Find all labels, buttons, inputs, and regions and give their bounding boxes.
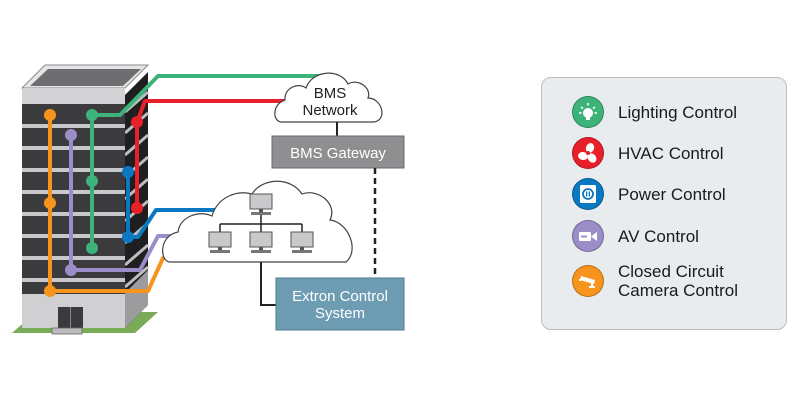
legend-item-camera: Closed Circuit Camera Control — [572, 262, 738, 300]
lighting-node — [86, 242, 98, 254]
building-side-base — [125, 270, 148, 328]
legend-label-multiline: Closed Circuit Camera Control — [618, 262, 738, 300]
lighting-line-out — [92, 74, 320, 117]
extron-label-1: Extron Control — [292, 288, 388, 305]
legend-item-hvac: HVAC Control — [572, 137, 724, 169]
legend-item-lighting: Lighting Control — [572, 96, 737, 128]
hvac-line-out — [135, 99, 292, 123]
bms-network-cloud — [274, 72, 383, 123]
computer-icon — [290, 231, 314, 253]
security-camera-icon — [572, 265, 604, 297]
lighting-node — [86, 175, 98, 187]
extron-label-2: System — [315, 305, 365, 322]
bms-network-label-2: Network — [302, 102, 358, 119]
building-steps — [51, 327, 83, 335]
computer-icon — [249, 231, 273, 253]
power-node — [122, 231, 134, 243]
legend-panel: Lighting Control HVAC Control Power — [541, 77, 787, 330]
computer-icon — [208, 231, 232, 253]
video-camera-icon — [572, 220, 604, 252]
building-floor-stripes — [22, 124, 125, 282]
building-top-band — [22, 88, 125, 104]
bms-gateway-label: BMS Gateway — [290, 145, 386, 162]
av-line — [69, 135, 180, 272]
av-node — [65, 129, 77, 141]
camera-node — [44, 197, 56, 209]
computer-icon — [249, 193, 273, 215]
computer-network-cloud — [162, 180, 353, 263]
power-node — [122, 166, 134, 178]
legend-label-line2: Camera Control — [618, 281, 738, 300]
network-extron-link — [260, 262, 276, 306]
power-outlet-icon — [572, 178, 604, 210]
hvac-node — [131, 202, 143, 214]
camera-node — [44, 285, 56, 297]
hvac-node — [131, 116, 143, 128]
fan-icon — [572, 137, 604, 169]
av-node — [65, 264, 77, 276]
legend-label: AV Control — [618, 226, 699, 246]
extron-control-box — [275, 277, 405, 331]
legend-label: Power Control — [618, 184, 726, 204]
bms-network-label-1: BMS — [314, 85, 347, 102]
legend-item-av: AV Control — [572, 220, 699, 252]
building-roof-inner — [30, 69, 141, 86]
legend-label: Lighting Control — [618, 102, 738, 122]
camera-node — [44, 109, 56, 121]
bms-gateway-box — [271, 135, 405, 169]
legend-item-power: Power Control — [572, 178, 726, 210]
lighting-node — [86, 109, 98, 121]
lightbulb-icon — [572, 96, 604, 128]
legend-label: HVAC Control — [618, 143, 724, 163]
legend-label-line1: Closed Circuit — [618, 262, 724, 281]
